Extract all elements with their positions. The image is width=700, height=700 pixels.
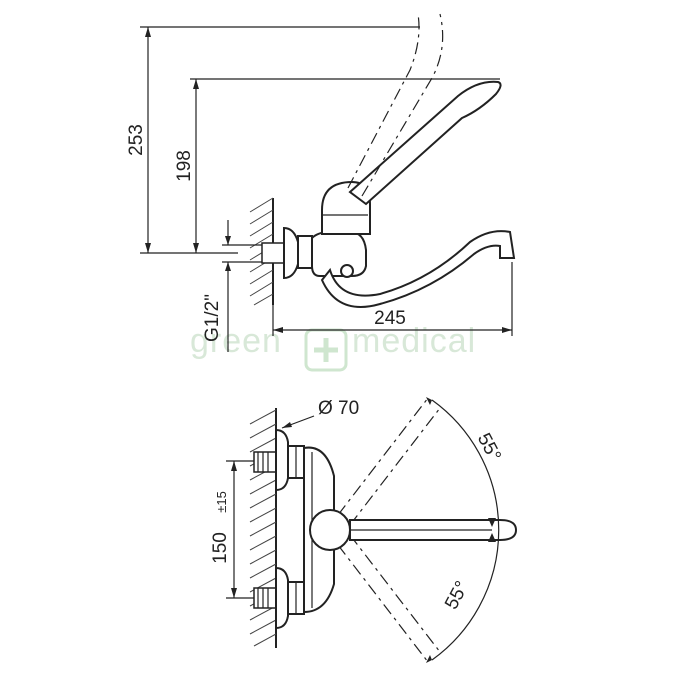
wall-hatching-top bbox=[249, 409, 277, 647]
dim-label-diameter: Ø 70 bbox=[318, 398, 359, 419]
side-view: 253 198 G1/2" bbox=[126, 13, 516, 352]
dim-label-thread: G1/2" bbox=[202, 294, 223, 342]
swing-arc-center-arrows bbox=[488, 518, 496, 542]
dim-label-253: 253 bbox=[126, 124, 147, 156]
inlet-upper bbox=[253, 428, 305, 492]
inlet-lower bbox=[253, 566, 305, 630]
watermark-text-right: medical bbox=[352, 322, 476, 360]
top-view: 150 ±15 Ø 70 bbox=[210, 397, 518, 663]
inlet-connector bbox=[261, 242, 285, 264]
spout-side bbox=[320, 230, 516, 308]
swing-arc bbox=[431, 399, 500, 661]
watermark-cross-icon bbox=[314, 338, 338, 362]
lever-position-upper-b bbox=[349, 407, 441, 526]
lever-position-lower-b bbox=[349, 534, 441, 653]
outlet-nut-side bbox=[340, 264, 354, 278]
lever-position-lower-a bbox=[337, 544, 429, 663]
watermark-text-left: green bbox=[190, 322, 282, 360]
escutcheon-side bbox=[283, 226, 299, 280]
angle-label-lower: 55° bbox=[441, 578, 473, 613]
dim-label-198: 198 bbox=[174, 150, 195, 182]
leader-arrow-diameter bbox=[282, 422, 292, 428]
angle-label-upper: 55° bbox=[473, 430, 505, 465]
dim-arrows-thread bbox=[225, 236, 231, 271]
mixer-body-side bbox=[311, 231, 367, 277]
lever-rotated-outline-a bbox=[347, 13, 420, 189]
watermark: green medical bbox=[190, 322, 476, 372]
lever-handle bbox=[348, 80, 502, 206]
nut-side bbox=[297, 235, 313, 269]
dim-label-245: 245 bbox=[374, 308, 406, 329]
cartridge-knob-top bbox=[309, 509, 351, 551]
dim-label-150: 150 bbox=[210, 532, 231, 564]
dim-label-150-tolerance: ±15 bbox=[214, 491, 229, 513]
wall-hatching-side bbox=[249, 197, 274, 306]
